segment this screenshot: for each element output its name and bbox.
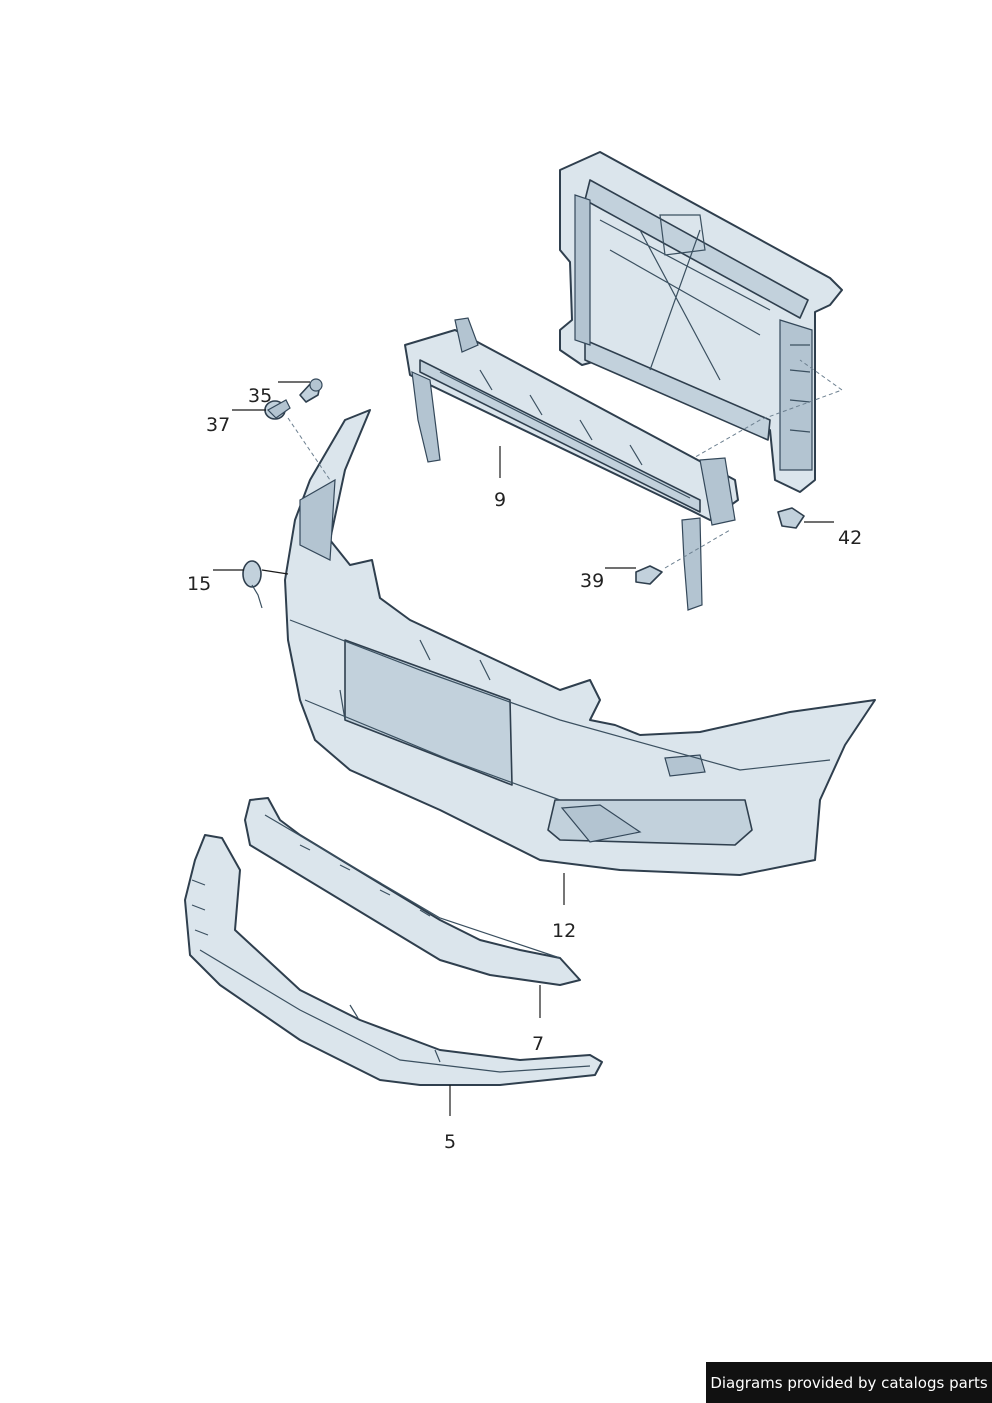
callout-12: 12 bbox=[552, 920, 576, 942]
bolt-39 bbox=[635, 565, 663, 585]
callout-15: 15 bbox=[187, 573, 211, 595]
tow-eye-cap-15 bbox=[242, 560, 263, 609]
callout-5: 5 bbox=[444, 1131, 456, 1153]
callout-35: 35 bbox=[248, 385, 272, 407]
callout-37: 37 bbox=[206, 414, 230, 436]
callout-39: 39 bbox=[580, 570, 604, 592]
bumper-reinforcement-beam bbox=[404, 317, 739, 611]
leader-15b bbox=[261, 569, 289, 575]
diagram-credit-text: Diagrams provided by catalogs parts bbox=[710, 1373, 988, 1392]
screw-35 bbox=[299, 378, 323, 403]
front-spoiler-lip bbox=[184, 834, 603, 1086]
diagram-credit-badge: Diagrams provided by catalogs parts bbox=[706, 1362, 992, 1403]
front-carrier-frame bbox=[559, 151, 843, 493]
bumper-cover bbox=[284, 409, 876, 876]
callout-9: 9 bbox=[494, 489, 506, 511]
callout-7: 7 bbox=[532, 1033, 544, 1055]
callout-42: 42 bbox=[838, 527, 862, 549]
bolt-42 bbox=[777, 507, 805, 529]
bolt-mount-line bbox=[664, 529, 731, 569]
fastener-mount-line bbox=[287, 417, 331, 481]
lower-grille-strip bbox=[244, 797, 581, 986]
